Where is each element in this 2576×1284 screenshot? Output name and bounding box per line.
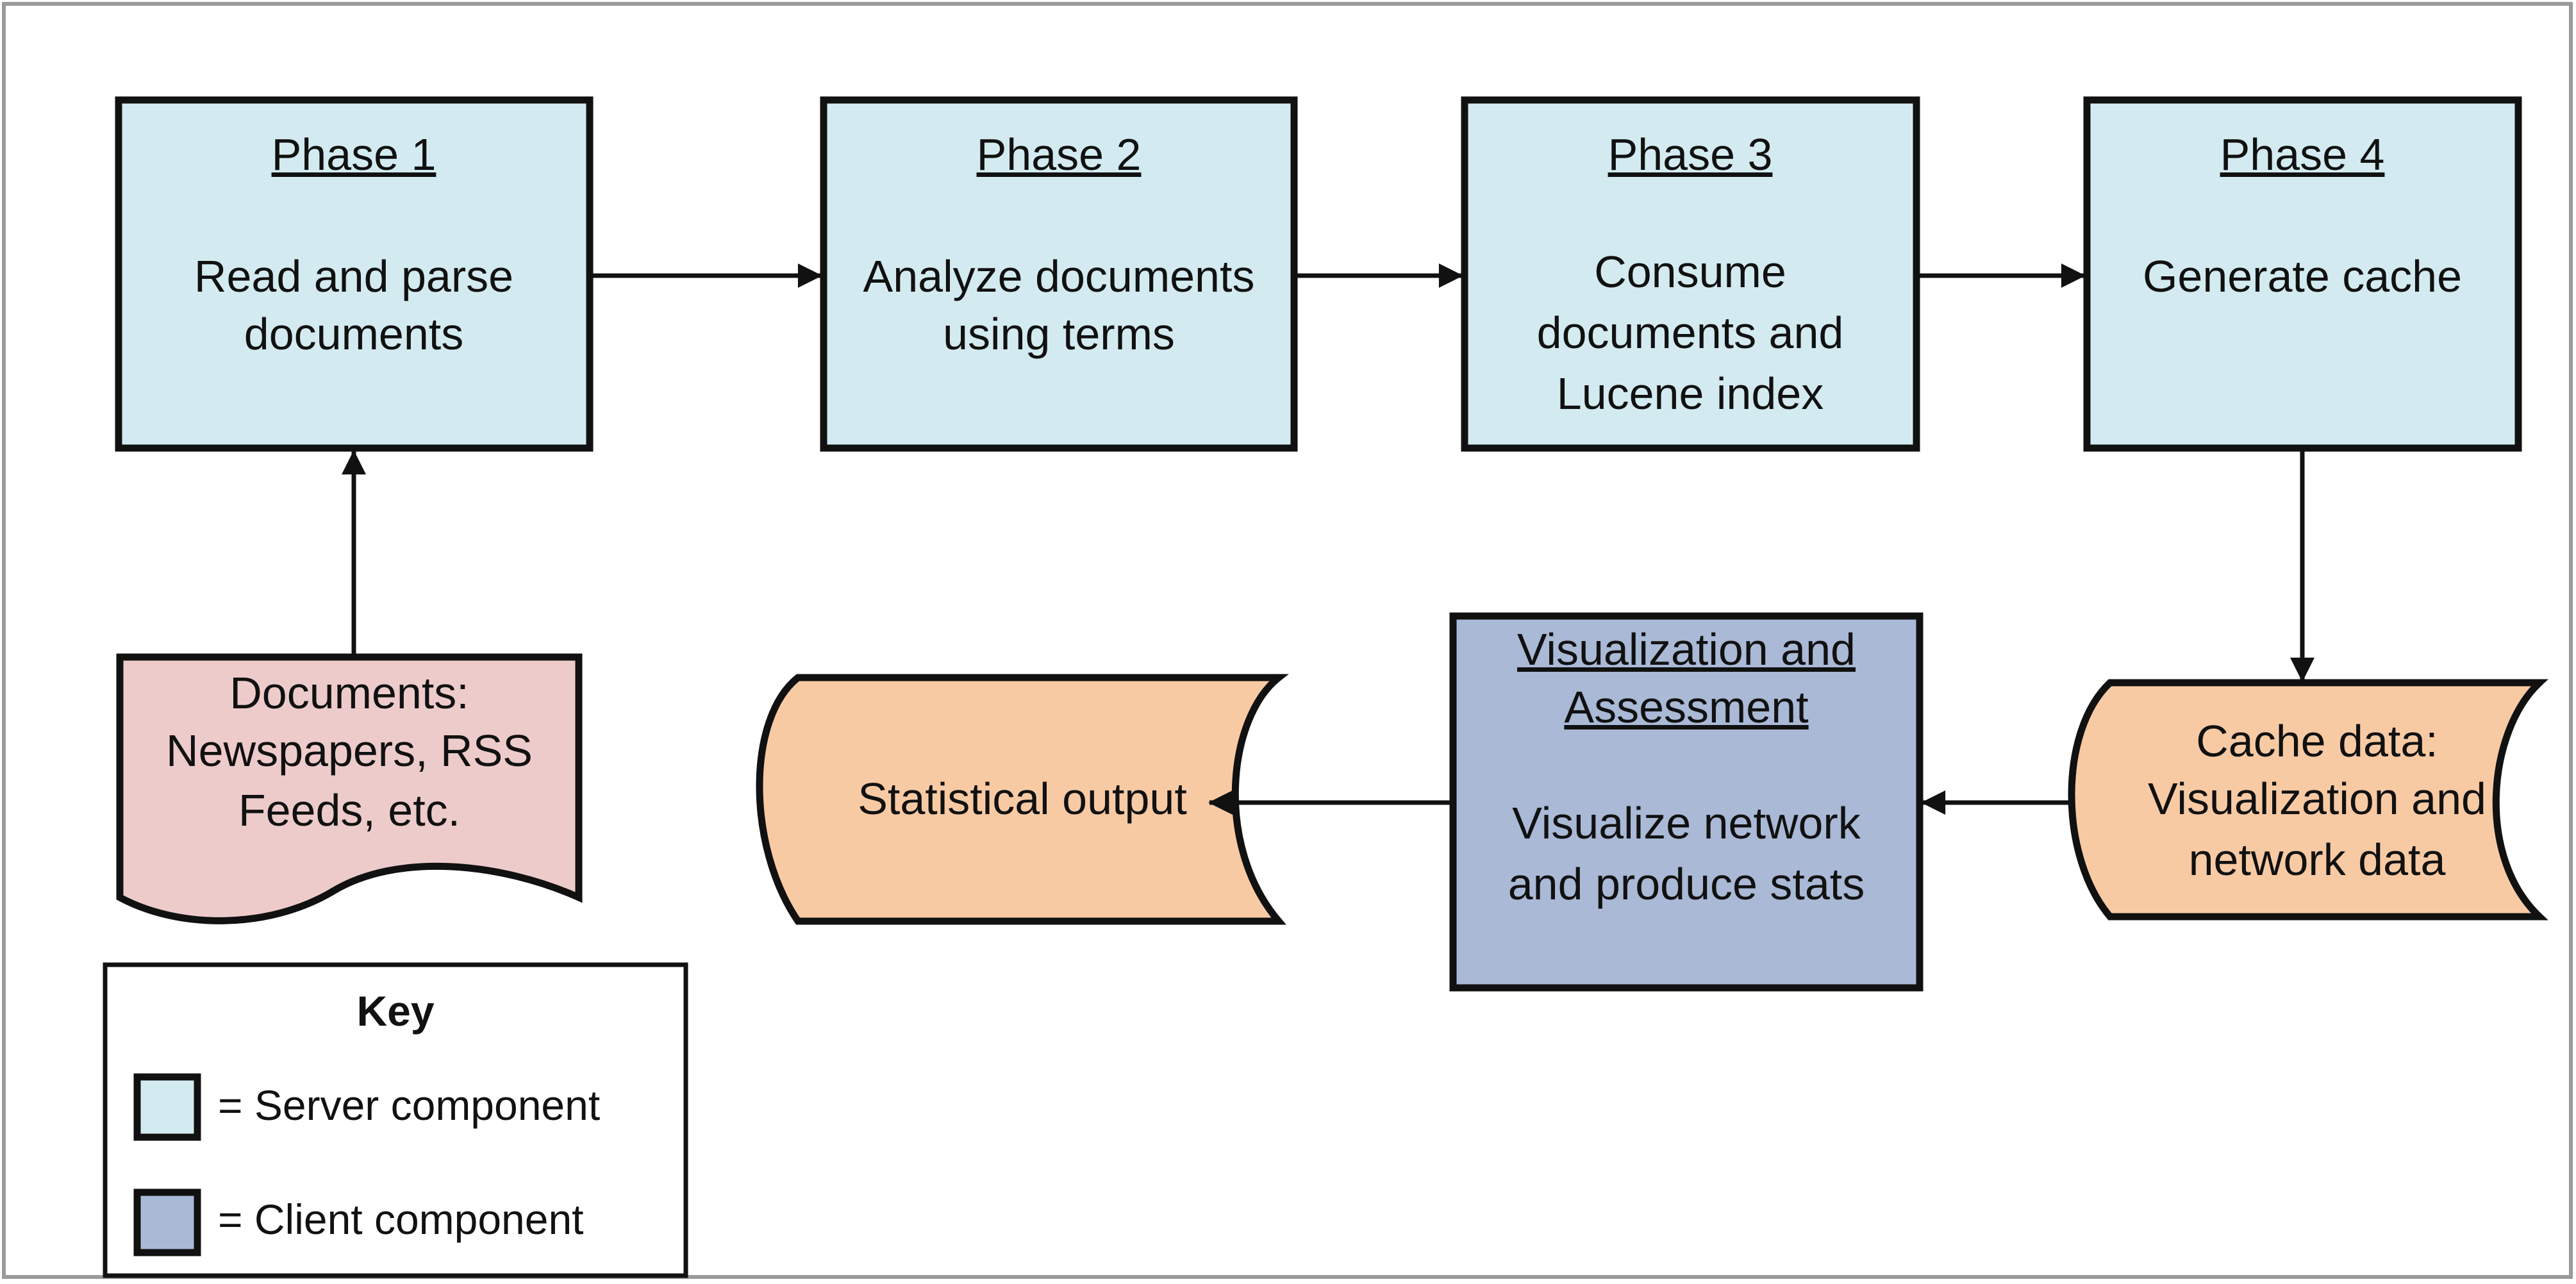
phase-2-line-1: Analyze documents xyxy=(863,251,1255,301)
phase-1-heading: Phase 1 xyxy=(272,129,436,179)
documents-shape xyxy=(116,653,583,924)
visualization-line-1: Visualize network xyxy=(1512,798,1861,848)
statistical-output-shape xyxy=(756,674,1289,925)
phase-4-box: Phase 4 Generate cache xyxy=(2083,96,2522,452)
key-server-swatch xyxy=(133,1073,201,1141)
key-legend: Key = Server component = Client componen… xyxy=(103,962,688,1278)
phase-3-line-3: Lucene index xyxy=(1557,369,1824,419)
visualization-shape xyxy=(1449,612,1924,992)
key-client-swatch xyxy=(133,1188,201,1256)
visualization-heading-line-2: Assessment xyxy=(1564,682,1808,732)
cache-line-1: Cache data: xyxy=(2196,716,2438,766)
phase-1-shape xyxy=(115,96,594,452)
key-frame xyxy=(103,962,688,1278)
cache-data: Cache data: Visualization and network da… xyxy=(2068,679,2548,921)
documents-line-1: Documents: xyxy=(229,668,469,718)
phase-4-heading: Phase 4 xyxy=(2220,129,2385,179)
phase-3-line-1: Consume xyxy=(1594,247,1786,297)
phase-2-line-2: using terms xyxy=(943,309,1175,359)
statistical-output-label: Statistical output xyxy=(858,774,1187,824)
cache-line-3: network data xyxy=(2189,835,2446,885)
cache-data-shape xyxy=(2068,679,2548,921)
phase-4-line-1: Generate cache xyxy=(2143,251,2462,301)
phase-2-shape xyxy=(820,96,1298,452)
cache-line-2: Visualization and xyxy=(2148,774,2486,824)
phase-1-line-2: documents xyxy=(244,309,463,359)
phase-3-line-2: documents and xyxy=(1537,308,1844,358)
documents-input: Documents: Newspapers, RSS Feeds, etc. xyxy=(116,653,583,924)
phase-3-shape xyxy=(1461,96,1920,452)
visualization-heading-line-1: Visualization and xyxy=(1517,624,1856,674)
phase-2-box: Phase 2 Analyze documents using terms xyxy=(820,96,1298,452)
phase-1-line-1: Read and parse xyxy=(194,251,513,301)
phase-2-heading: Phase 2 xyxy=(977,129,1142,179)
key-client-label: = Client component xyxy=(218,1196,584,1243)
phase-3-heading: Phase 3 xyxy=(1608,129,1773,179)
documents-line-3: Feeds, etc. xyxy=(238,785,460,835)
key-server-label: = Server component xyxy=(218,1081,600,1129)
phase-3-box: Phase 3 Consume documents and Lucene ind… xyxy=(1461,96,1920,452)
key-title: Key xyxy=(356,987,434,1035)
visualization-line-2: and produce stats xyxy=(1508,859,1865,909)
phase-1-box: Phase 1 Read and parse documents xyxy=(115,96,594,452)
phase-4-shape xyxy=(2083,96,2522,452)
documents-line-2: Newspapers, RSS xyxy=(166,726,533,776)
statistical-output: Statistical output xyxy=(756,674,1289,925)
visualization-box: Visualization and Assessment Visualize n… xyxy=(1449,612,1924,992)
